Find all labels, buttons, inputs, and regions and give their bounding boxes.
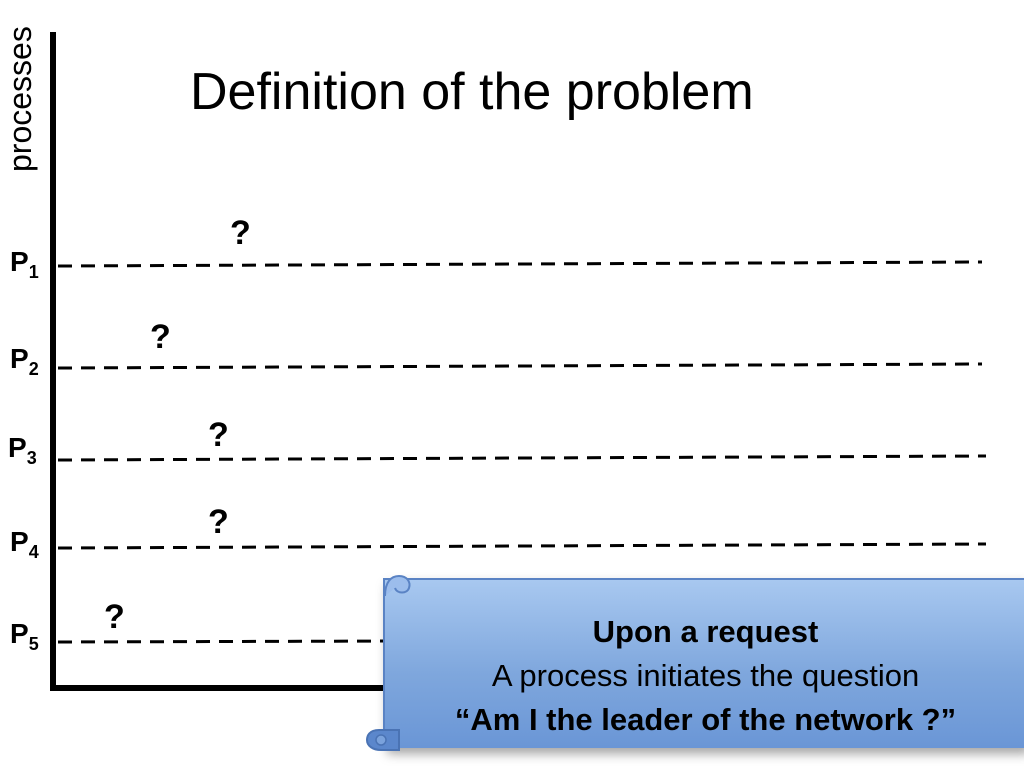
question-mark-p3: ?	[208, 416, 229, 454]
question-mark-p2: ?	[150, 318, 171, 356]
scroll-curl-bottom-icon	[365, 729, 400, 751]
timeline-p2	[57, 362, 983, 370]
callout-box: Upon a request A process initiates the q…	[383, 578, 1024, 748]
process-label-p4: P4	[10, 526, 39, 562]
process-label-p2: P2	[10, 343, 39, 379]
page-title: Definition of the problem	[190, 63, 754, 121]
process-label-p1: P1	[10, 246, 39, 282]
timeline-p4	[57, 542, 987, 550]
question-mark-p1: ?	[230, 214, 251, 252]
callout-line-1: A process initiates the question	[491, 658, 920, 693]
timeline-p1	[57, 260, 983, 268]
process-label-p3: P3	[8, 432, 37, 468]
question-mark-p5: ?	[104, 598, 125, 636]
y-axis-label: processes	[2, 26, 38, 172]
callout-line-2: “Am I the leader of the network ?”	[454, 702, 957, 737]
timeline-p3	[57, 454, 987, 462]
timeline-p5	[57, 639, 401, 644]
scroll-curl-top-icon	[384, 574, 411, 597]
callout-heading: Upon a request	[592, 614, 819, 649]
process-label-p5: P5	[10, 618, 39, 654]
question-mark-p4: ?	[208, 503, 229, 541]
callout-text: Upon a request A process initiates the q…	[385, 610, 1024, 742]
